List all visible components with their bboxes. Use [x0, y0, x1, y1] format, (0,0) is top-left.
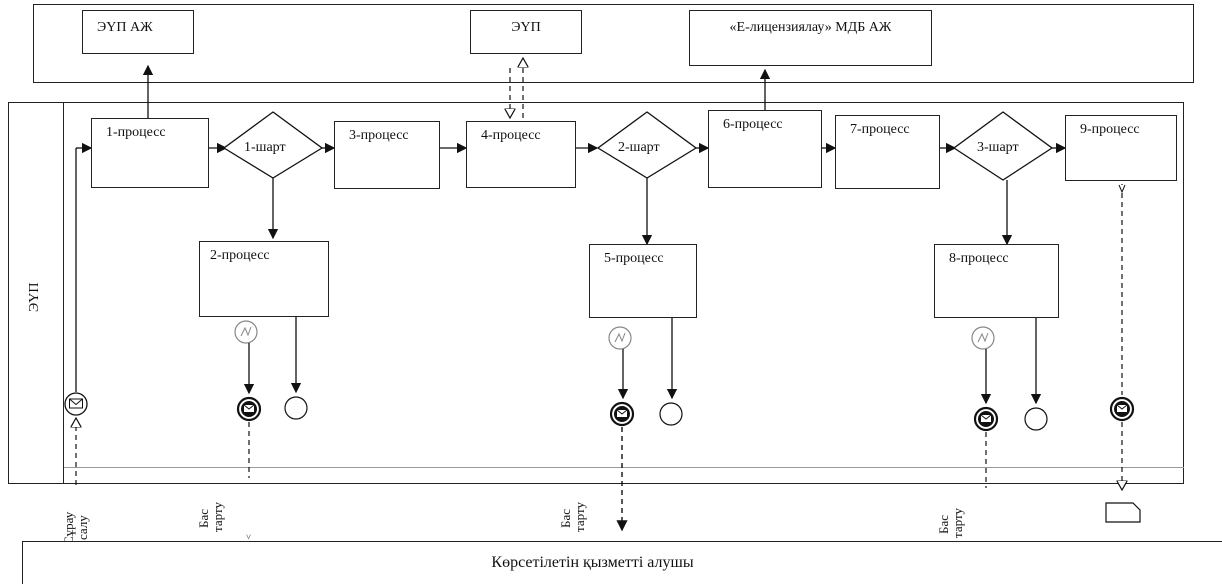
document-icon	[1105, 502, 1141, 523]
end-event-3	[1024, 407, 1048, 431]
swimlane-bottom-line	[64, 467, 1184, 468]
system-eup: ЭҮП	[470, 10, 582, 54]
system-eup-aj-label: ЭҮП АЖ	[97, 20, 153, 35]
refusal-3-line1: Бас	[936, 514, 951, 534]
process-9: 9-процесс	[1065, 115, 1177, 181]
end-event-1	[284, 396, 308, 420]
refusal-1-line2: тарту	[210, 502, 225, 532]
condition-3-label: 3-шарт	[977, 140, 1019, 155]
refusal-1-line1: Бас	[196, 508, 211, 528]
system-e-license-label: «Е-лицензиялау» МДБ АЖ	[729, 20, 892, 35]
recipient-label: Көрсетілетін қызметті алушы	[491, 554, 694, 571]
process-8-label: 8-процесс	[949, 251, 1009, 266]
process-6: 6-процесс	[708, 110, 822, 188]
request-label-line1: Сұрау	[61, 511, 76, 545]
process-5-label: 5-процесс	[604, 251, 664, 266]
system-e-license: «Е-лицензиялау» МДБ АЖ	[689, 10, 932, 66]
process-8: 8-процесс	[934, 244, 1059, 318]
timer-icon-2	[608, 326, 632, 350]
refusal-2-line2: тарту	[572, 502, 587, 532]
process-4-label: 4-процесс	[481, 128, 541, 143]
swimlane-header	[8, 102, 64, 484]
process-3-label: 3-процесс	[349, 128, 409, 143]
svg-text:˅: ˅	[246, 532, 251, 542]
system-eup-label: ЭҮП	[511, 20, 541, 35]
condition-1-label: 1-шарт	[244, 140, 286, 155]
process-2: 2-процесс	[199, 241, 329, 317]
process-4: 4-процесс	[466, 121, 576, 188]
process-7: 7-процесс	[835, 115, 940, 189]
systems-band	[33, 4, 1194, 83]
process-1-label: 1-процесс	[106, 125, 166, 140]
refusal-3-line2: тарту	[950, 508, 965, 538]
end-event-2	[659, 402, 683, 426]
process-5: 5-процесс	[589, 244, 697, 318]
process-1: 1-процесс	[91, 118, 209, 188]
process-6-label: 6-процесс	[723, 117, 783, 132]
timer-icon-3	[971, 326, 995, 350]
process-9-label: 9-процесс	[1080, 122, 1140, 137]
process-2-label: 2-процесс	[210, 248, 270, 263]
refusal-2-line1: Бас	[558, 508, 573, 528]
condition-3-diamond	[952, 111, 1054, 181]
condition-2-label: 2-шарт	[618, 140, 660, 155]
process-3: 3-процесс	[334, 121, 440, 189]
timer-icon-1	[234, 320, 258, 344]
system-eup-aj: ЭҮП АЖ	[82, 10, 194, 54]
process-7-label: 7-процесс	[850, 122, 910, 137]
request-label-line2: салу	[75, 515, 90, 540]
recipient-bar: Көрсетілетін қызметті алушы	[22, 541, 1222, 584]
